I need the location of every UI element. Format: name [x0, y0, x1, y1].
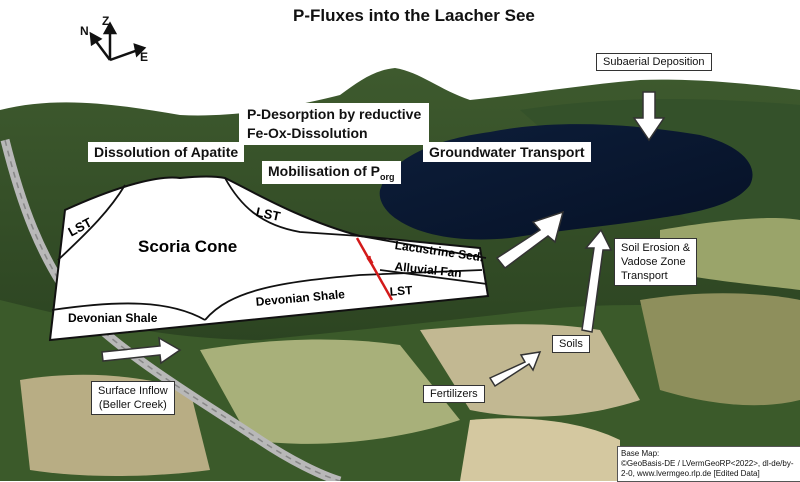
- lst-right-boundary: [224, 177, 361, 237]
- label-devonian-left: Devonian Shale: [68, 311, 158, 325]
- fault-arrows: [366, 255, 374, 265]
- lst-left-boundary: [57, 184, 126, 261]
- fault-line: [355, 237, 394, 301]
- label-soil-erosion: Soil Erosion & Vadose Zone Transport: [614, 238, 698, 286]
- map-credit-line1: Base Map:: [621, 449, 660, 458]
- label-soil-erosion-line3: Transport: [621, 270, 668, 282]
- label-subaerial: Subaerial Deposition: [596, 53, 712, 71]
- arrow-surface-inflow: [101, 336, 182, 365]
- arrow-groundwater: [495, 210, 565, 270]
- map-credit: Base Map: ©GeoBasis-DE / LVermGeoRP<2022…: [617, 446, 800, 482]
- label-lst-right: LST: [255, 204, 282, 224]
- label-soils: Soils: [552, 335, 590, 353]
- label-surface-inflow-line2: (Beller Creek): [98, 399, 167, 411]
- label-p-desorption-line2: Fe-Ox-Dissolution: [247, 125, 368, 141]
- arrows: [101, 91, 666, 388]
- compass-n-label: N: [80, 24, 89, 38]
- label-soil-erosion-line1: Soil Erosion &: [621, 242, 691, 254]
- label-surface-inflow: Surface Inflow (Beller Creek): [91, 381, 175, 415]
- label-mobilisation: Mobilisation of Porg: [262, 161, 401, 184]
- label-fertilizers: Fertilizers: [423, 385, 485, 403]
- arrow-soil-erosion: [581, 228, 613, 333]
- field-5: [460, 418, 620, 481]
- diagram-title: P-Fluxes into the Laacher See: [285, 4, 543, 28]
- label-p-desorption-line1: P-Desorption by reductive: [247, 106, 422, 122]
- cross-section-outline: [48, 175, 490, 342]
- map-credit-line2: ©GeoBasis-DE / LVermGeoRP<2022>, dl-de/b…: [621, 459, 794, 478]
- label-surface-inflow-line1: Surface Inflow: [98, 385, 168, 397]
- compass-z-label: Z: [102, 14, 110, 28]
- compass-e-label: E: [140, 50, 149, 64]
- label-dissolution-apatite: Dissolution of Apatite: [88, 142, 245, 162]
- label-scoria-cone: Scoria Cone: [138, 237, 237, 256]
- field-1: [200, 339, 460, 444]
- lacustrine-boundary: [359, 235, 487, 259]
- arrow-fertilizers: [488, 351, 542, 388]
- compass-icon: [89, 21, 147, 62]
- label-mobilisation-sub: org: [380, 171, 395, 182]
- label-soil-erosion-line2: Vadose Zone: [621, 256, 686, 268]
- label-mobilisation-text: Mobilisation of P: [268, 163, 380, 179]
- field-4: [640, 293, 800, 406]
- label-groundwater: Groundwater Transport: [423, 142, 591, 162]
- label-lst-bottom: LST: [389, 283, 413, 299]
- highway-lane: [4, 139, 341, 481]
- arrow-subaerial: [632, 91, 666, 142]
- alluvial-boundary: [379, 269, 488, 285]
- devonian-right-boundary: [204, 269, 483, 321]
- label-p-desorption: P-Desorption by reductive Fe-Ox-Dissolut…: [239, 103, 430, 145]
- devonian-left-boundary: [51, 302, 206, 321]
